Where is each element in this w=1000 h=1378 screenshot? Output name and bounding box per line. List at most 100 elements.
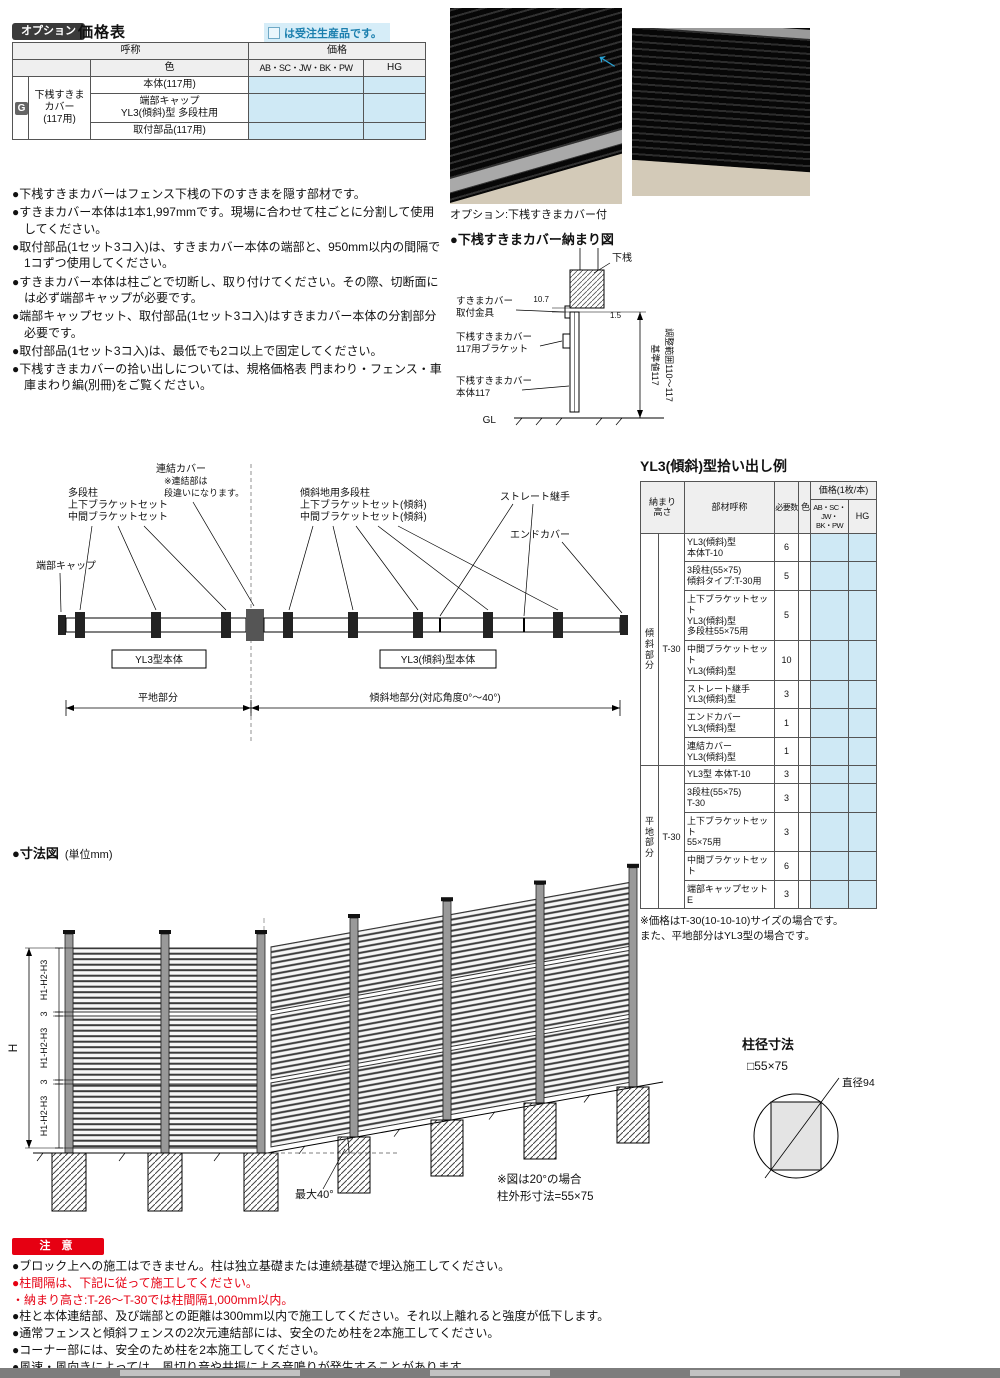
gap-cover-detail-title: ●下桟すきまカバー納まり図 [450, 232, 614, 247]
svg-text:※連結部は: ※連結部は [164, 475, 208, 486]
note-item: ●下桟すきまカバーの拾い出しについては、規格価格表 門まわり・フェンス・車庫まわ… [12, 362, 442, 393]
price-col-standard-colors: AB・SC・JW・BK・PW [248, 59, 365, 77]
label-end-cover: エンドカバー [510, 529, 570, 541]
dim-10-7: 10.7 [533, 295, 570, 313]
label-shitazan: 下桟 [612, 251, 632, 264]
svg-text:調整範囲110〜117: 調整範囲110〜117 [664, 328, 675, 402]
pickup-footnote: ※価格はT-30(10-10-10)サイズの場合です。 また、平地部分はYL3型… [640, 915, 844, 942]
svg-text:平地部分: 平地部分 [138, 691, 178, 704]
slope-fence-bar [263, 612, 628, 638]
gap-cover-detail-diagram: 下桟 すきまカバー 取付金具 下桟すきまカバー 117用ブラケット 下桟すきまカ… [456, 248, 675, 426]
svg-text:H1-H2-H3: H1-H2-H3 [39, 960, 49, 1001]
pickup-col-price: 価格(1枚/本) [810, 481, 878, 500]
dim-1-5: 1.5 [610, 311, 622, 320]
svg-text:取付金具: 取付金具 [456, 307, 495, 319]
area-flat: 平地 部分 [640, 765, 659, 910]
label-overall-height: H [6, 1044, 20, 1053]
note-item: ●すきまカバー本体は柱ごとで切断し、取り付けてください。その際、切断面には必ず端… [12, 274, 439, 305]
height-value: T-30 [657, 765, 686, 910]
group-code-badge: G [15, 101, 28, 115]
flat-section [33, 930, 279, 1212]
made-to-order-text: は受注生産品です。 [284, 28, 382, 40]
page-title: 価格表 [78, 24, 127, 41]
caution-item: ●柱間隔は、下記に従って施工してください。 [12, 1275, 258, 1290]
price-cell [363, 122, 427, 140]
height-value: T-30 [657, 532, 686, 767]
post-size-title: 柱径寸法 [742, 1037, 795, 1052]
svg-text:H1-H2-H3: H1-H2-H3 [39, 1028, 49, 1069]
svg-text:上下ブラケットセット: 上下ブラケットセット [68, 498, 168, 511]
next-section-cut [0, 1368, 1000, 1378]
svg-text:本体117: 本体117 [456, 387, 490, 399]
svg-text:YL3(傾斜)型本体: YL3(傾斜)型本体 [401, 653, 475, 666]
label-kanagu: すきまカバー [456, 296, 513, 307]
svg-text:上下ブラケットセット(傾斜): 上下ブラケットセット(傾斜) [300, 498, 427, 511]
span-dimensions: 平地部分 傾斜地部分(対応角度0°〜40°) [65, 691, 621, 716]
svg-text:3: 3 [39, 1011, 49, 1016]
post-diameter-diagram: 直径94 [753, 1076, 875, 1179]
fence-image-area [450, 8, 622, 204]
pickup-col-part: 部材呼称 [684, 481, 776, 534]
gap-cover-highlight [450, 100, 622, 196]
label-slope-multi-post: 傾斜地用多段柱 [300, 486, 370, 499]
price-col-price: 価格 [248, 42, 427, 60]
caution-item: ●コーナー部には、安全のため柱を2本施工してください。 [12, 1343, 326, 1358]
price-cell [363, 76, 427, 94]
label-diameter: 直径94 [842, 1076, 875, 1089]
option-badge: オプション [12, 23, 85, 41]
dimension-title: ●寸法図(単位mm) [12, 846, 113, 861]
price-cell [248, 93, 365, 123]
note-item: ●取付部品(1セット3コ入)は、最低でも2コ以上で固定してください。 [12, 343, 383, 358]
caution-item: ●柱と本体連結部、及び端部との距離は300mm以内で施工してください。それ以上離… [12, 1309, 610, 1324]
label-end-cap: 端部キャップ [36, 559, 96, 572]
table-row: G 下桟すきま カバー (117用) 本体(117用) [12, 76, 427, 140]
pickup-col-hg: HG [848, 498, 878, 534]
price-cell [248, 76, 365, 94]
part-name: 端部キャップ YL3(傾斜)型 多段柱用 [89, 93, 250, 123]
pickup-title: YL3(傾斜)型拾い出し例 [640, 458, 787, 474]
table-row: 端部キャップ YL3(傾斜)型 多段柱用 [13, 93, 427, 123]
dimension-unit: (単位mm) [64, 849, 113, 861]
photo-caption: オプション:下桟すきまカバー付 [450, 209, 608, 221]
label-straight-joint: ストレート継手 [500, 490, 570, 503]
price-col-color: 色 [89, 59, 250, 77]
pickup-table: 納まり 高さ 部材呼称 必要数 色 価格(1枚/本) AB・SC・JW・ BK・… [639, 481, 878, 910]
table-row: 取付部品(117用) [13, 122, 427, 140]
dim-adjust-range: 基準値117 調整範囲110〜117 [579, 311, 675, 418]
pickup-col-color: 色 [798, 481, 812, 534]
svg-text:基準値117: 基準値117 [650, 344, 661, 385]
top-rail-highlight [632, 28, 810, 41]
body-label-boxes: YL3型本体 YL3(傾斜)型本体 [111, 649, 497, 669]
made-to-order-legend: は受注生産品です。 [264, 23, 390, 43]
fence-image-area [632, 28, 810, 173]
price-cell [363, 93, 427, 123]
caution-item: ・納まり高さ:T-26〜T-30では柱間隔1,000mm以内。 [12, 1292, 294, 1307]
pickup-col-height: 納まり 高さ [639, 481, 686, 534]
caution-list: ●ブロック上への施工はできません。柱は独立基礎または連続基礎で埋込施工してくださ… [12, 1259, 987, 1377]
product-photo-with-cover [632, 28, 810, 196]
svg-text:中間ブラケットセット(傾斜): 中間ブラケットセット(傾斜) [300, 510, 427, 523]
dimension-note: ※図は20°の場合 [497, 1172, 582, 1186]
part-name: 本体(117用) [89, 76, 250, 94]
svg-text:117用ブラケット: 117用ブラケット [456, 343, 528, 355]
group-name: 下桟すきま カバー (117用) [28, 76, 91, 140]
svg-text:柱外形寸法=55×75: 柱外形寸法=55×75 [497, 1189, 594, 1203]
price-cell [248, 122, 365, 140]
caution-item: ●通常フェンスと傾斜フェンスの2次元連結部には、安全のため柱を2本施工してくださ… [12, 1326, 500, 1341]
svg-text:段違いになります。: 段違いになります。 [164, 487, 244, 498]
label-cover-body: 下桟すきまカバー [456, 375, 532, 387]
svg-text:H1-H2-H3: H1-H2-H3 [39, 1096, 49, 1137]
pickup-col-qty: 必要数 [774, 481, 800, 534]
dimension-diagram: H H1-H2-H3 3 H1-H2-H3 3 H1-H2-H3 最大40° ※… [6, 863, 664, 1212]
area-slope: 傾斜 部分 [640, 532, 659, 767]
product-photo-without-cover [450, 8, 622, 204]
